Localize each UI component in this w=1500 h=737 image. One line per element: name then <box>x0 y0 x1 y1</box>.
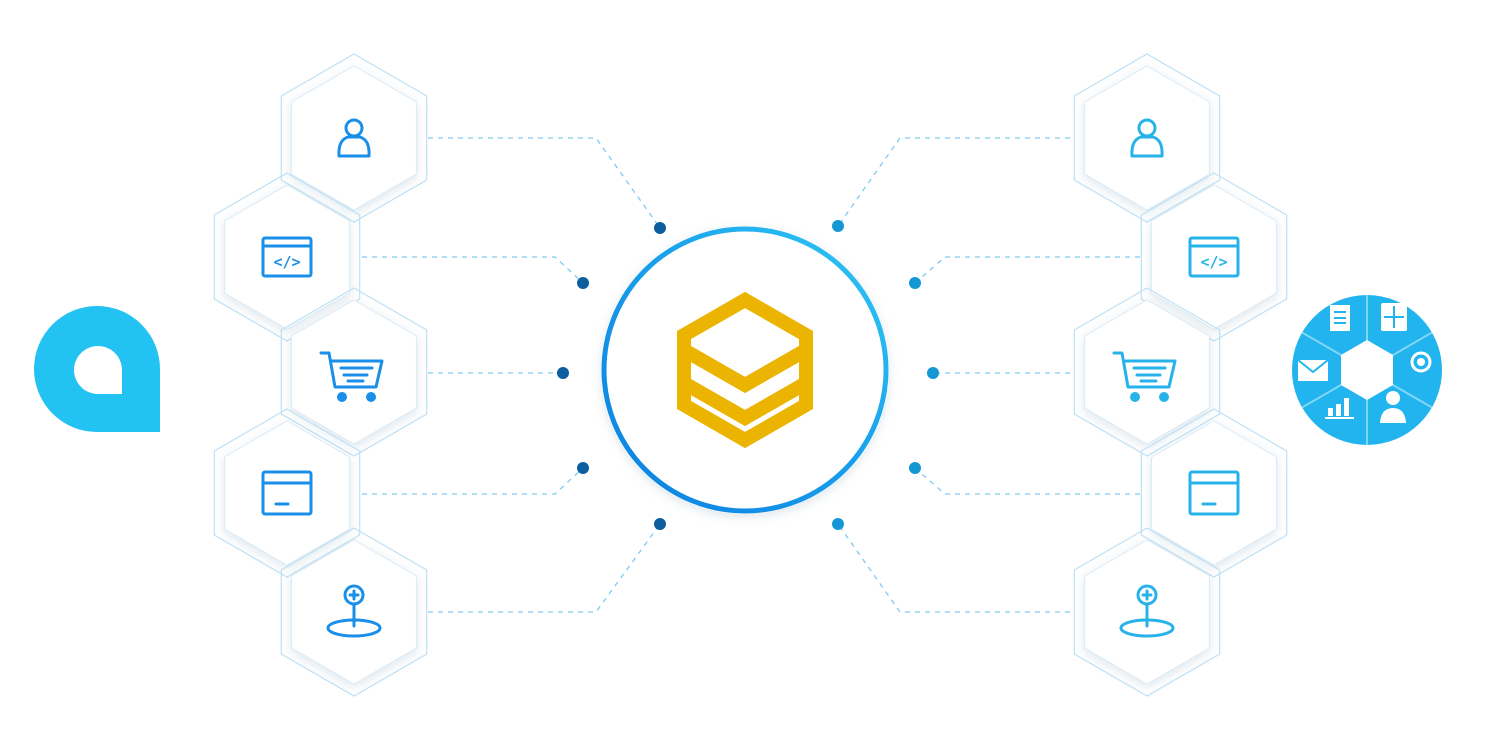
left-node-location-pin <box>280 527 428 697</box>
right-node-code-window: </> <box>1140 172 1288 342</box>
right-connector-2 <box>909 256 1140 289</box>
location-pin-icon <box>1119 584 1175 638</box>
left-connector-dot <box>577 277 589 289</box>
right-node-location-pin <box>1073 527 1221 697</box>
right-node-window <box>1140 408 1288 578</box>
window-icon <box>1188 470 1240 516</box>
left-node-user <box>280 53 428 223</box>
right-connector-dot <box>832 220 844 232</box>
left-connector-1 <box>428 137 666 234</box>
left-node-code-window: </> <box>213 172 361 342</box>
stacked-layers-icon <box>677 291 813 449</box>
window-icon <box>261 470 313 516</box>
right-node-user <box>1073 53 1221 223</box>
location-pin-icon <box>326 584 382 638</box>
left-connector-2 <box>362 256 589 289</box>
right-connector-5 <box>832 518 1070 613</box>
right-connector-4 <box>909 462 1140 495</box>
user-icon <box>337 118 371 158</box>
code-window-icon: </> <box>1188 236 1240 278</box>
left-node-column: </> <box>213 53 428 697</box>
hub-node <box>601 226 889 514</box>
cart-icon <box>319 351 384 402</box>
right-connector-dot <box>909 277 921 289</box>
right-connector-dot <box>832 518 844 530</box>
left-node-window <box>213 408 361 578</box>
left-connector-dot <box>577 462 589 474</box>
right-connector-dot <box>909 462 921 474</box>
left-app-logo <box>34 306 160 432</box>
user-icon <box>1130 118 1164 158</box>
svg-text:</>: </> <box>1200 253 1227 271</box>
left-connector-5 <box>428 518 666 613</box>
connector-lines <box>362 137 1140 613</box>
left-connector-dot <box>654 518 666 530</box>
left-connector-dot <box>557 367 569 379</box>
right-node-cart <box>1073 287 1221 457</box>
right-node-column: </> <box>1073 53 1288 697</box>
code-window-icon: </> <box>261 236 313 278</box>
left-connector-4 <box>362 462 589 495</box>
left-connector-dot <box>654 222 666 234</box>
right-connector-dot <box>927 367 939 379</box>
cart-icon <box>1112 351 1177 402</box>
left-connector-3 <box>428 367 569 379</box>
svg-text:</>: </> <box>273 253 300 271</box>
left-node-cart <box>280 287 428 457</box>
right-connector-3 <box>927 367 1070 379</box>
right-connector-1 <box>832 137 1070 232</box>
right-app-ring-logo <box>1292 295 1442 445</box>
